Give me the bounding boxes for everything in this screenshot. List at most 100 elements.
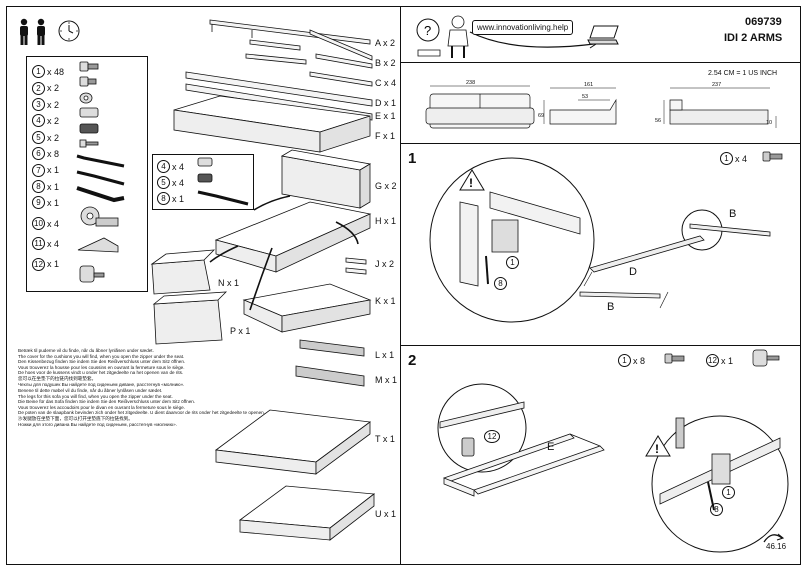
note-line: Die Beine für das Sofa finden Sie indem … (18, 399, 196, 405)
note-sofa-legs: Benene til dette møbel vil du finde, når… (18, 388, 298, 427)
note-line: Vous trouverez la housse pour les coussi… (18, 364, 185, 370)
hardware-sub-drawings (197, 157, 249, 206)
product-code: 069739 (745, 16, 782, 28)
part-label-n: N x 1 (218, 278, 240, 288)
bolt-icon (762, 151, 783, 162)
hardware-quantity: x 4 (172, 161, 185, 172)
hardware-quantity: x 1 (47, 259, 60, 270)
part-label-c: C x 4 (375, 78, 397, 88)
step-2-callout-1: 1 (722, 484, 737, 502)
part-label-t: T x 1 (375, 434, 395, 444)
clock-icon (58, 20, 80, 42)
step-1-label-b-top: B (729, 208, 737, 220)
note-line: 您可以在坐垫下的拉链内找到靠垫套。 (18, 375, 97, 381)
divider-step1 (401, 143, 801, 144)
part-label-m: M x 1 (375, 375, 398, 385)
hardware-drawings (76, 61, 125, 283)
step-2-callout-8: 8 (710, 501, 725, 519)
dim-side-depth: 161 (584, 82, 594, 88)
hardware-number-circle: 4 (157, 160, 170, 174)
part-label-b: B x 2 (375, 58, 396, 68)
step-2-illustration: ! (437, 383, 789, 553)
part-label-h: H x 1 (375, 216, 397, 226)
left-panel (6, 6, 401, 565)
hardware-box (26, 56, 148, 292)
hardware-number-circle: 2 (32, 81, 45, 95)
step-2-label-e: E (547, 441, 555, 453)
callout-circle: 1 (722, 486, 735, 500)
help-url[interactable]: www.innovationliving.help (472, 20, 574, 35)
hardware-quantity: x 2 (47, 132, 60, 143)
svg-text:!: ! (655, 442, 659, 456)
note-line: The legs for this sofa you will find, wh… (18, 393, 173, 399)
leg-icon (752, 349, 780, 367)
hardware-number-circle: 1 (32, 65, 45, 79)
unit-conversion: 2.54 CM = 1 US INCH (708, 70, 778, 77)
part-label-f: F x 1 (375, 131, 396, 141)
hardware-quantity: x 4 (47, 218, 60, 229)
two-persons-icon (20, 18, 45, 45)
note-line: De hoes voor de kussens vindt u onder he… (18, 370, 184, 376)
hardware-number-circle: 5 (157, 176, 170, 190)
hardware-number-circle: 4 (32, 114, 45, 128)
callout-circle: 1 (506, 256, 519, 270)
bolt-icon (664, 353, 685, 364)
hw-num-circle: 1 (618, 354, 631, 368)
hardware-quantity: x 8 (47, 148, 60, 159)
dim-bed-thickness: 10 (766, 120, 773, 126)
part-label-u: U x 1 (375, 509, 397, 519)
hardware-number-circle: 9 (32, 196, 45, 210)
part-label-j: J x 2 (375, 259, 395, 269)
hw-qty: x 1 (721, 355, 734, 366)
part-label-d: D x 1 (375, 98, 397, 108)
hardware-number-circle: 12 (32, 257, 45, 271)
note-line: Чехлы для подушек Вы найдете под сиденье… (18, 381, 185, 387)
parts-illustration (150, 19, 376, 541)
hardware-number-circle: 7 (32, 163, 45, 177)
hardware-quantity: x 1 (47, 165, 60, 176)
callout-circle: 8 (494, 277, 507, 291)
help-illustration: ? (416, 15, 597, 58)
hw-qty: x 8 (633, 355, 646, 366)
hardware-quantity: x 4 (47, 238, 60, 249)
part-label-e: E x 1 (375, 111, 396, 121)
right-panel (401, 6, 801, 565)
note-line: The cover for the cushions you will find… (18, 353, 185, 359)
note-cushion-covers: Betræk til puderne vil du finde, når du … (18, 348, 298, 387)
part-label-k: K x 1 (375, 296, 396, 306)
step-2-number: 2 (408, 352, 417, 369)
note-line: 沙发腿放在坐垫下面，您可以打开坐垫底下的拉链找到。 (18, 415, 133, 421)
part-label-p: P x 1 (230, 326, 251, 336)
hardware-number-circle: 5 (32, 130, 45, 144)
step-1-label-b-bottom: B (607, 301, 615, 313)
hardware-number-circle: 8 (157, 192, 170, 206)
hardware-number-circle: 8 (32, 180, 45, 194)
note-line: Den Kissenbezug finden Sie indem Sie den… (18, 359, 186, 365)
dim-side-height: 69 (538, 113, 545, 119)
hw-num-circle: 12 (706, 354, 719, 368)
divider-header (401, 62, 801, 63)
laptop-icon (587, 25, 619, 45)
hardware-quantity: x 48 (47, 66, 65, 77)
note-line: De poten van de slaapbank bevinden zich … (18, 410, 265, 416)
hardware-quantity: x 2 (47, 99, 60, 110)
callout-circle: 8 (710, 503, 723, 517)
part-label-g: G x 2 (375, 181, 397, 191)
dim-bed-length: 237 (712, 82, 722, 88)
hardware-quantity: x 1 (47, 197, 60, 208)
hardware-number-circle: 6 (32, 147, 45, 161)
